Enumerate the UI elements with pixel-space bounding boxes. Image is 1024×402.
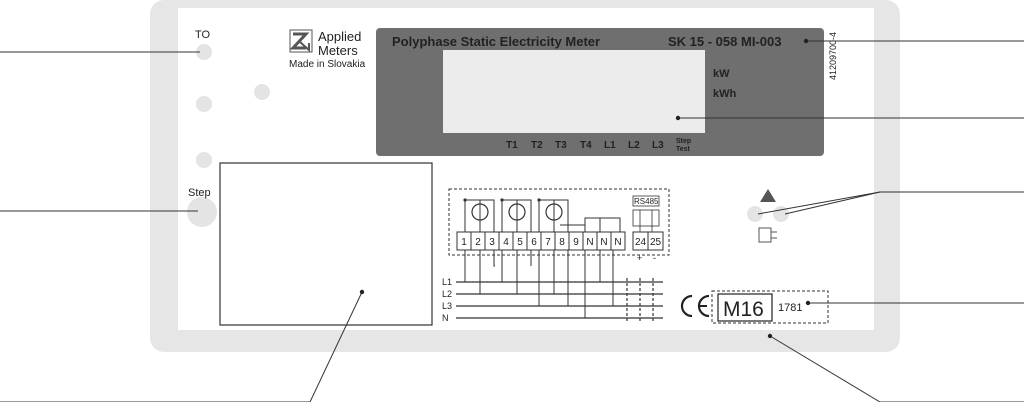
model-number: SK 15 - 058 MI-003	[668, 34, 781, 49]
test-led-2	[773, 206, 789, 222]
notified-body-number: 1781	[778, 302, 802, 314]
lcd-window	[443, 50, 705, 133]
supply-line-label: L3	[442, 301, 452, 311]
unit-kw: kW	[713, 68, 730, 80]
led-2	[196, 96, 212, 112]
led-4	[196, 152, 212, 168]
wiring-box	[448, 188, 670, 256]
step-button[interactable]	[187, 197, 217, 227]
brand-line1: Applied	[318, 29, 361, 44]
terminal-number: 9	[573, 237, 579, 248]
terminal-number: N	[600, 237, 607, 248]
ce-mark-icon	[680, 294, 710, 318]
led-3	[254, 84, 270, 100]
terminal-number: 7	[545, 237, 551, 248]
terminal-number: 1	[461, 237, 467, 248]
rs-terminal-25: 25	[650, 237, 662, 248]
supply-line-label: L2	[442, 289, 452, 299]
unit-kwh: kWh	[713, 88, 737, 100]
indicator-label: L3	[652, 140, 664, 151]
display-title: Polyphase Static Electricity Meter	[392, 34, 600, 49]
m16-box	[717, 293, 773, 322]
indicator-label: L2	[628, 140, 640, 151]
up-arrow-icon	[760, 189, 776, 202]
test-led-1	[747, 206, 763, 222]
terminal-number: 3	[489, 237, 495, 248]
terminal-number: 4	[503, 237, 509, 248]
to-label: TO	[195, 29, 211, 41]
step-test-label-1: Step	[676, 138, 691, 145]
brand-line2: Meters	[318, 43, 358, 58]
indicator-label: T4	[580, 140, 592, 151]
step-label: Step	[188, 187, 211, 199]
m16-label: M16	[723, 298, 764, 321]
indicator-label: T3	[555, 140, 567, 151]
indicator-label: L1	[604, 140, 616, 151]
rs-minus: -	[653, 253, 656, 263]
rs-terminal-24: 24	[635, 237, 647, 248]
terminal-number: N	[614, 237, 621, 248]
label-area	[219, 162, 433, 326]
supply-line-label: N	[442, 313, 449, 323]
terminal-number: N	[586, 237, 593, 248]
callout-lines	[0, 40, 1024, 402]
indicator-label: T1	[506, 140, 518, 151]
terminal-number: 6	[531, 237, 537, 248]
applied-meters-logo	[289, 29, 313, 53]
step-test-label-2: Test	[676, 146, 691, 153]
rs485-label: RS485	[634, 197, 659, 206]
terminal-number: 8	[559, 237, 565, 248]
made-in-label: Made in Slovakia	[289, 59, 366, 70]
to-led	[196, 44, 212, 60]
terminal-number: 2	[475, 237, 481, 248]
indicator-labels: T1 T2 T3 T4 L1 L2 L3	[506, 140, 664, 151]
indicator-label: T2	[531, 140, 543, 151]
callout-dots	[359, 38, 811, 339]
supply-line-label: L1	[442, 277, 452, 287]
rs-plus: +	[637, 253, 642, 263]
serial-vertical: 41209700-4	[828, 32, 838, 80]
optical-port-icon	[758, 227, 777, 243]
terminal-number: 5	[517, 237, 523, 248]
cert-dashed-box	[711, 290, 829, 324]
